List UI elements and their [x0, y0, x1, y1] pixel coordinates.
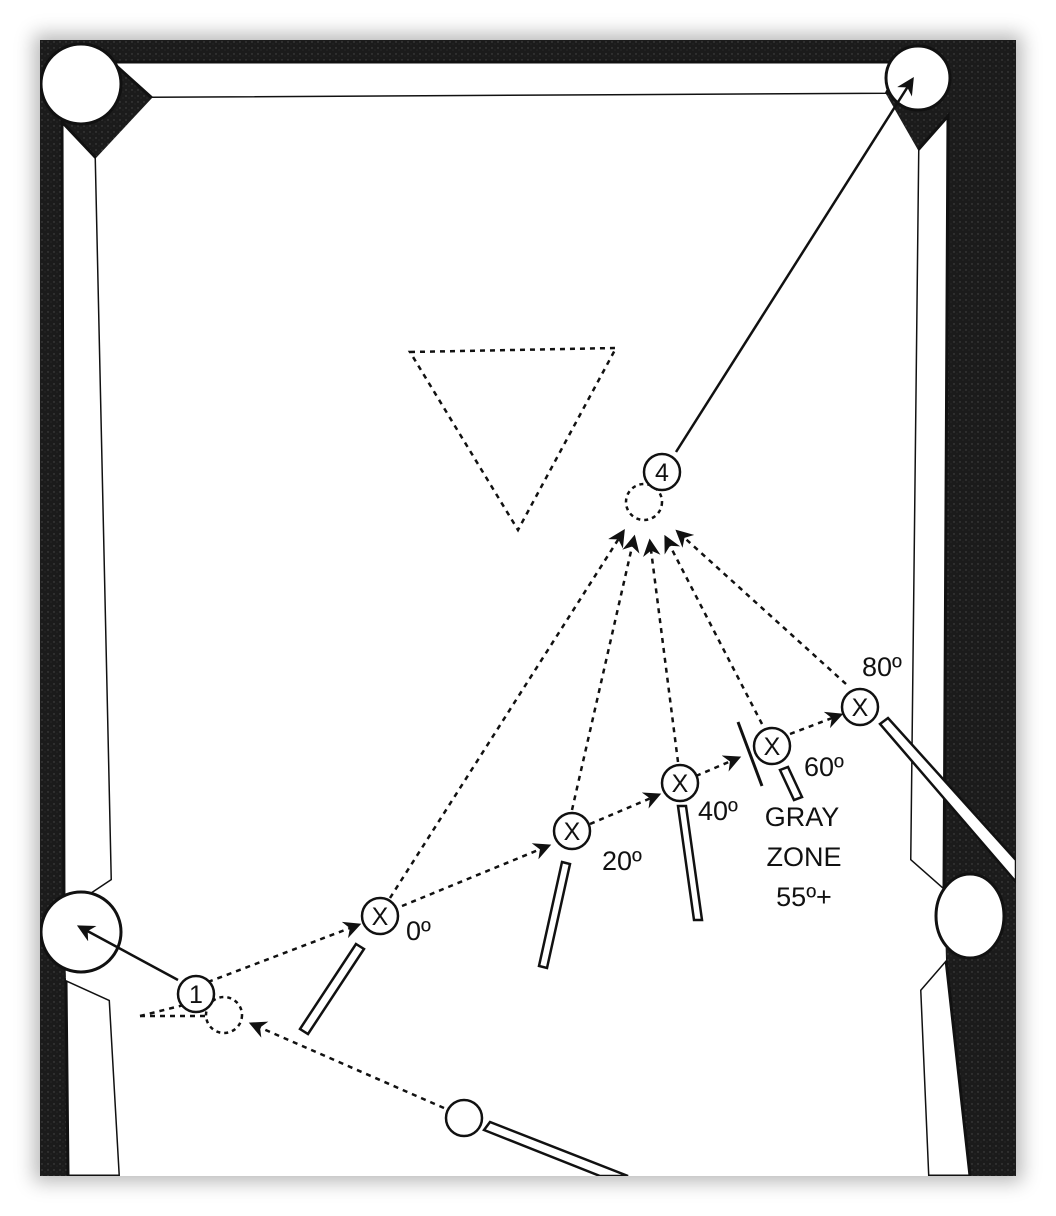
angle-label-0: 0º [406, 916, 431, 946]
pool-table-diagram: 1 4 X X X X X 0º 20º 40º 60º 80º GRAY ZO… [40, 40, 1016, 1176]
gray-zone-label: GRAY ZONE 55º+ [765, 802, 842, 912]
angle-label-60: 60º [804, 752, 844, 782]
shot-lines [76, 77, 914, 1110]
tangent-line-seg1 [401, 843, 552, 908]
ball-4-label: 4 [655, 459, 669, 487]
tangent-line-seg4 [789, 711, 844, 736]
tangent-line-seg3 [695, 755, 742, 778]
pocket-left-side [40, 890, 123, 974]
table-svg: 1 4 X X X X X 0º 20º 40º 60º 80º GRAY ZO… [40, 40, 1016, 1176]
ball-1-label: 1 [189, 981, 203, 1009]
gray-zone-line2: ZONE [766, 842, 841, 872]
x-ball-40-marker: X [672, 770, 689, 798]
rack-triangle [407, 346, 619, 533]
ball-4-path [674, 77, 914, 453]
fan-line-20 [570, 534, 640, 811]
object-ball-4: 4 [642, 452, 682, 492]
tangent-line-seg2 [589, 792, 662, 826]
fan-line-80 [675, 529, 847, 685]
pocket-right-side [934, 872, 1006, 960]
cue-stick-60 [778, 765, 804, 802]
x-ball-80-marker: X [852, 694, 869, 722]
x-ball-0: X [360, 896, 400, 936]
cue-stick-cueball [482, 1120, 629, 1176]
pocket-top-right [884, 44, 952, 112]
x-ball-0-marker: X [372, 903, 389, 931]
cue-sticks [298, 716, 1016, 1176]
cue-stick-0 [298, 942, 366, 1036]
gray-zone-divider [736, 721, 764, 787]
x-ball-20-marker: X [564, 818, 581, 846]
angle-label-20: 20º [602, 846, 642, 876]
angle-label-40: 40º [698, 796, 738, 826]
cue-stick-40 [676, 804, 704, 922]
x-ball-60: X [752, 726, 792, 766]
x-ball-40: X [660, 763, 700, 803]
tangent-line-seg0 [207, 921, 362, 984]
ball-1-stub [139, 1002, 189, 1018]
ghost-ball-4 [624, 482, 664, 522]
fan-line-40 [643, 538, 680, 763]
ghost-ball-1 [204, 995, 244, 1035]
cue-stick-80 [878, 716, 1016, 884]
object-ball-1: 1 [176, 974, 216, 1014]
x-ball-20: X [552, 811, 592, 851]
ball-1-path [76, 925, 179, 982]
cue-to-ball-1-path [248, 1021, 445, 1110]
playing-surface [64, 94, 946, 1176]
cue-stick-20 [537, 860, 572, 970]
cue-ball [444, 1098, 484, 1138]
fan-line-60 [664, 534, 764, 725]
angle-label-80: 80º [862, 652, 902, 682]
gray-zone-line3: 55º+ [776, 882, 832, 912]
x-ball-60-marker: X [764, 733, 781, 761]
pocket-top-left [40, 42, 123, 126]
fan-line-0 [388, 529, 625, 899]
gray-zone-line1: GRAY [765, 802, 840, 832]
x-ball-80: X [840, 687, 880, 727]
